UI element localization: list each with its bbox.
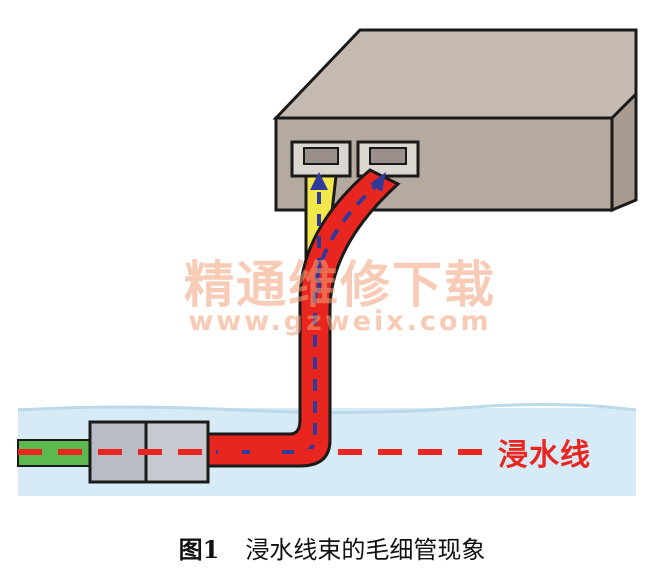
arrow-head-red — [370, 172, 386, 192]
socket-left-inner — [303, 147, 339, 165]
figure-caption: 图1 浸水线束的毛细管现象 — [0, 530, 664, 565]
figure-caption-text: 浸水线束的毛细管现象 — [245, 536, 486, 564]
watermark-url: www.gzweix.com — [188, 306, 492, 337]
control-unit-top — [272, 28, 638, 120]
waterline-label: 浸水线 — [498, 438, 591, 473]
red-wire — [198, 168, 401, 468]
water-surface — [17, 402, 637, 415]
arrow-head-yellow — [310, 172, 328, 190]
watermark-title: 精通维修下载 — [184, 256, 496, 314]
figure-number: 图1 — [178, 535, 220, 564]
capillary-diagram — [17, 28, 638, 496]
socket-right-inner — [369, 147, 407, 165]
